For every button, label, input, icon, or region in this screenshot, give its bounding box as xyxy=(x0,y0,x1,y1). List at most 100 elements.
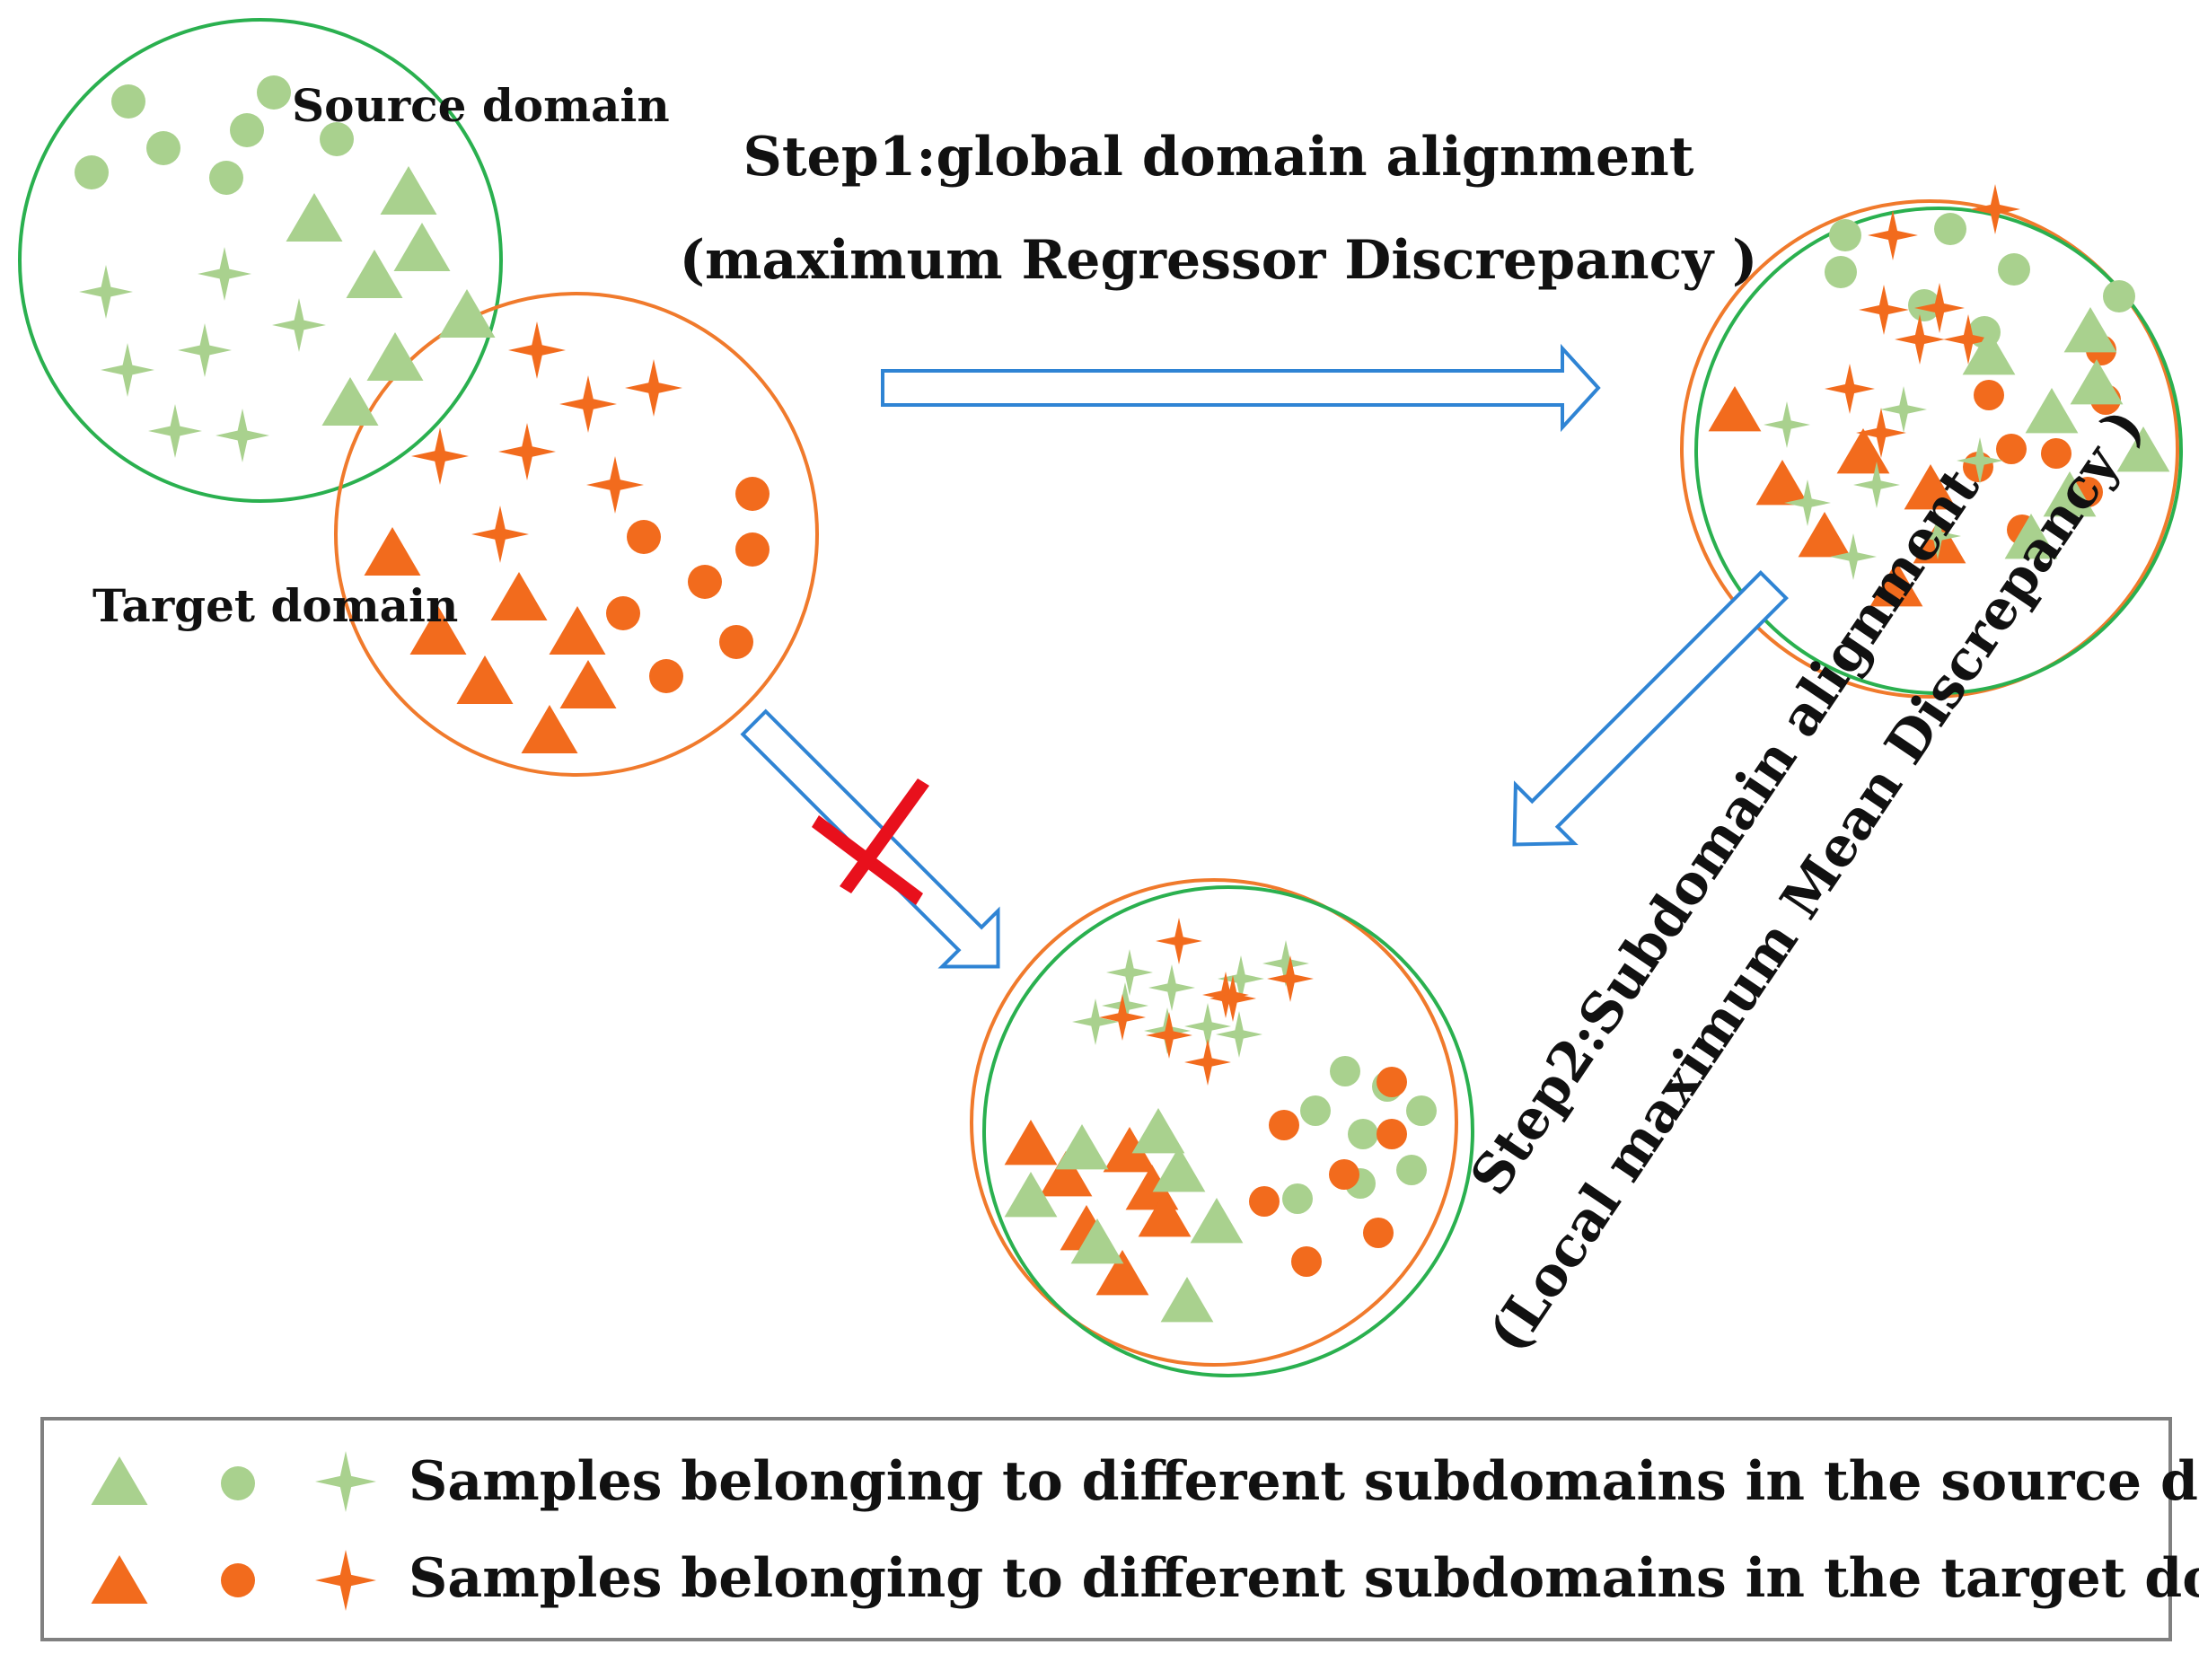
four-point-star-icon xyxy=(1830,533,1877,580)
triangle-icon xyxy=(364,527,421,576)
triangle-icon xyxy=(1004,1120,1058,1165)
circle-icon xyxy=(1363,1218,1394,1248)
circle-icon xyxy=(257,75,291,110)
triangle-icon xyxy=(456,655,514,704)
circle-icon xyxy=(688,565,722,599)
circle-icon xyxy=(320,122,354,156)
triangle-icon xyxy=(321,377,379,426)
triangle-icon xyxy=(1039,1151,1093,1197)
four-point-star-icon xyxy=(625,359,682,417)
four-point-star-icon xyxy=(1880,386,1927,433)
target-domain-label: Target domain xyxy=(92,579,458,632)
triangle-icon xyxy=(91,1555,148,1604)
circle-icon xyxy=(1998,253,2030,286)
four-point-star-icon xyxy=(1859,285,1909,335)
circle-icon xyxy=(209,161,243,195)
direct-alignment-arrow xyxy=(740,708,1000,969)
circle-icon xyxy=(606,596,640,630)
four-point-star-icon xyxy=(1146,1012,1192,1059)
triangle-icon xyxy=(91,1456,148,1505)
circle-icon xyxy=(1829,219,1861,251)
triangle-icon xyxy=(1160,1277,1214,1323)
triangle-icon xyxy=(393,223,451,271)
circle-icon xyxy=(221,1563,255,1597)
circle-icon xyxy=(1396,1155,1427,1185)
circle-icon xyxy=(1406,1095,1437,1126)
triangle-icon xyxy=(1904,464,1957,510)
four-point-star-icon xyxy=(1895,314,1945,365)
target-domain-circle xyxy=(334,292,819,777)
four-point-star-icon xyxy=(471,506,529,563)
triangle-icon xyxy=(2070,359,2124,405)
triangle-icon xyxy=(2025,388,2079,434)
four-point-star-icon xyxy=(508,321,566,379)
four-point-star-icon xyxy=(586,456,644,514)
four-point-star-icon xyxy=(1156,918,1202,964)
four-point-star-icon xyxy=(198,247,251,301)
four-point-star-icon xyxy=(1856,408,1906,458)
circle-icon xyxy=(1996,434,2027,464)
circle-icon xyxy=(2103,280,2135,312)
step2-arrow xyxy=(1512,570,1789,847)
four-point-star-icon xyxy=(411,427,469,485)
legend-source-text: Samples belonging to different subdomain… xyxy=(409,1450,2199,1513)
four-point-star-icon xyxy=(101,343,154,397)
circle-icon xyxy=(1249,1186,1280,1217)
triangle-icon xyxy=(1095,1250,1149,1296)
triangle-icon xyxy=(380,166,437,215)
triangle-icon xyxy=(366,332,424,381)
triangle-icon xyxy=(1836,428,1890,474)
triangle-icon xyxy=(2063,307,2117,353)
circle-icon xyxy=(1348,1119,1378,1149)
four-point-star-icon xyxy=(1868,210,1918,260)
four-point-star-icon xyxy=(559,375,617,433)
four-point-star-icon xyxy=(1262,940,1309,987)
triangle-icon xyxy=(1070,1218,1124,1264)
four-point-star-icon xyxy=(216,409,269,462)
four-point-star-icon xyxy=(1216,1011,1262,1058)
circle-icon xyxy=(1330,1056,1360,1086)
circle-icon xyxy=(735,532,770,567)
four-point-star-icon xyxy=(1914,283,1965,333)
triangle-icon xyxy=(2004,514,2058,559)
four-point-star-icon xyxy=(315,1550,376,1611)
triangle-icon xyxy=(490,572,548,620)
circle-icon xyxy=(1377,1119,1407,1149)
circle-icon xyxy=(146,131,180,165)
triangle-icon xyxy=(438,289,496,338)
triangle-icon xyxy=(1152,1147,1206,1192)
circle-icon xyxy=(111,84,145,119)
legend: Samples belonging to different subdomain… xyxy=(40,1417,2199,1641)
sample-markers xyxy=(75,75,2170,1323)
circle-icon xyxy=(1908,289,1940,321)
four-point-star-icon xyxy=(315,1451,376,1512)
step1-arrow xyxy=(881,343,1601,433)
legend-target-text: Samples belonging to different subdomain… xyxy=(409,1547,2199,1610)
triangle-icon xyxy=(1131,1108,1185,1154)
circle-icon xyxy=(719,625,753,659)
circle-icon xyxy=(1825,256,1857,288)
four-point-star-icon xyxy=(1184,1003,1231,1050)
triangle-icon xyxy=(1755,460,1809,506)
four-point-star-icon xyxy=(1099,994,1146,1041)
four-point-star-icon xyxy=(1209,975,1256,1022)
circle-icon xyxy=(1269,1110,1299,1140)
four-point-star-icon xyxy=(79,265,133,319)
circle-icon xyxy=(649,659,683,693)
four-point-star-icon xyxy=(1784,479,1831,526)
triangle-icon xyxy=(1004,1172,1058,1218)
circle-icon xyxy=(75,155,109,189)
triangle-icon xyxy=(2043,471,2097,517)
four-point-star-icon xyxy=(148,404,202,458)
four-point-star-icon xyxy=(1072,998,1119,1045)
circle-icon xyxy=(230,113,264,147)
triangle-icon xyxy=(521,705,578,753)
circle-icon xyxy=(1282,1183,1313,1214)
legend-markers xyxy=(91,1451,376,1611)
triangle-icon xyxy=(286,193,343,242)
circle-icon xyxy=(1291,1246,1322,1277)
four-point-star-icon xyxy=(1184,1039,1231,1086)
circle-icon xyxy=(627,520,661,554)
four-point-star-icon xyxy=(1764,401,1810,448)
